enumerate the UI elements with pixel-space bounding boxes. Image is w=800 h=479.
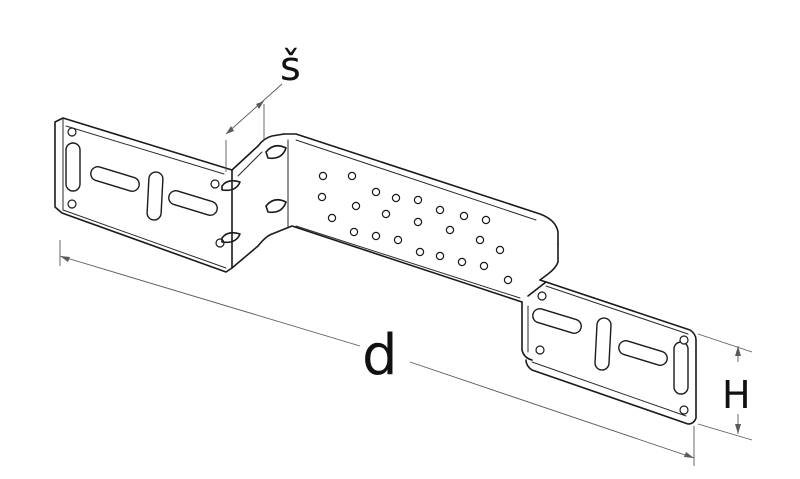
left-flange-slot (65, 142, 81, 192)
right-flange-slot (594, 317, 612, 371)
left-flange-hole (210, 179, 220, 189)
height-dimension (697, 333, 753, 441)
length-dimension (59, 240, 695, 466)
right-flange-hole (537, 291, 547, 301)
left-flange-slot (90, 166, 140, 192)
right-flange-slot (532, 308, 582, 334)
web-holes (317, 171, 513, 285)
right-bend (521, 243, 559, 361)
right-flange-hole (535, 345, 545, 355)
right-flange-hole (679, 335, 689, 345)
right-flange (525, 279, 697, 425)
right-flange-hole (679, 405, 689, 415)
left-flange-slot (168, 190, 218, 216)
left-flange (54, 117, 233, 273)
right-flange-slot (618, 340, 668, 366)
left-flange-hole (67, 199, 77, 209)
left-flange-hole (67, 127, 77, 137)
left-bend (221, 133, 287, 269)
length-label: d (362, 323, 398, 388)
thickness-label: š (280, 44, 301, 90)
left-flange-slot (146, 171, 164, 221)
web-plate (271, 133, 559, 303)
thickness-dimension (225, 83, 283, 172)
height-label: H (722, 373, 751, 417)
right-flange-slot (673, 341, 689, 395)
